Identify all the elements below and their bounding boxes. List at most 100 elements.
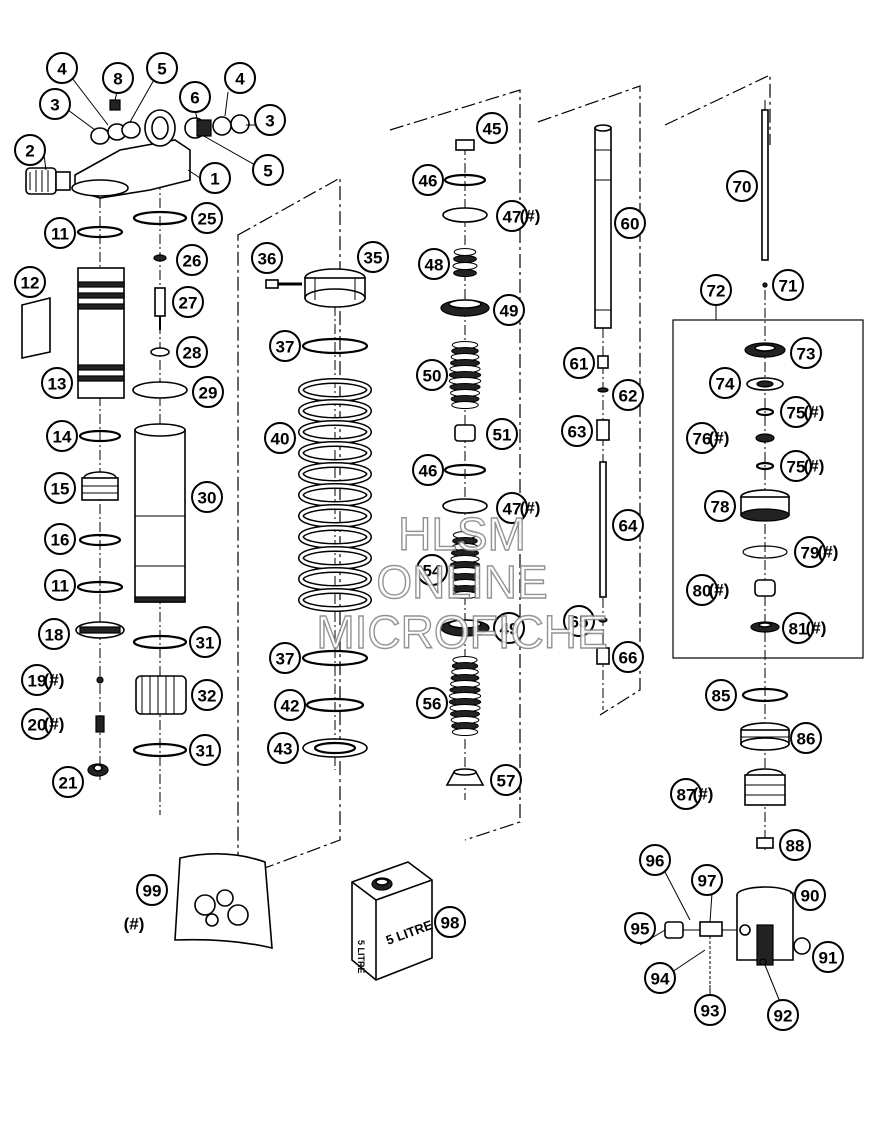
callout-number: 87 [677,786,696,805]
frame-reservoir-group [664,74,771,145]
hash-mark: (#) [709,429,730,448]
hash-mark: (#) [44,671,65,690]
callout-number: 94 [651,970,670,989]
callout-circle [780,450,812,482]
needle-70-part [761,100,769,261]
callout-number: 30 [198,489,217,508]
callout-number: 6 [190,89,199,108]
o-ring-14 [78,429,122,443]
callout-number: 92 [774,1007,793,1026]
callout-circle [191,679,223,711]
spacer-51 [454,424,476,442]
callout-circle [496,492,528,524]
callout-5b: 5 [252,154,284,186]
cap-66 [596,647,610,665]
frame-valve-group [389,89,521,841]
callout-15: 15 [44,472,76,504]
callout-87: 87(#) [670,778,713,810]
callout-circle [46,52,78,84]
callout-number: 20 [28,716,47,735]
callout-43: 43 [267,732,299,764]
callout-number: 74 [716,375,735,394]
callout-11a: 11 [44,217,76,249]
spring-seat-37a [301,337,369,355]
callout-88: 88 [779,829,811,861]
callout-60: 60 [614,207,646,239]
callout-number: 15 [51,480,70,499]
cap-73-part [744,342,786,358]
hash-mark: (#) [44,715,65,734]
callout-circle [192,376,224,408]
ball-19 [96,676,104,684]
shim-stack-56 [448,656,482,736]
callout-91: 91 [812,941,844,973]
callout-circle [41,367,73,399]
callout-circle [39,88,71,120]
hash-mark: (#) [818,543,839,562]
callout-circle [700,274,732,306]
piston-78-part [740,489,790,522]
container-label-side: 5 LITRE [356,940,366,974]
shim-stack-50 [448,341,482,409]
callout-21: 21 [52,766,84,798]
callout-circle [612,509,644,541]
callout-number: 71 [779,277,798,296]
bearing-86-part [740,722,790,751]
callout-56: 56 [416,687,448,719]
hash-mark: (#) [124,915,145,934]
ring-76 [755,433,775,443]
bushing-63 [596,419,610,441]
callout-circle [767,999,799,1031]
callout-76: 76(#) [686,422,730,454]
callout-6: 6 [179,81,211,113]
callout-number: 96 [646,852,665,871]
callout-98: 98 [434,906,466,938]
callout-number: 48 [425,256,444,275]
callout-number: 29 [199,384,218,403]
callout-circle [14,266,46,298]
callout-circle [274,689,306,721]
callout-49a: 49 [493,294,525,326]
callout-circle [779,829,811,861]
shim-stack-54 [449,531,481,599]
callout-19: 19(#) [21,664,65,696]
callout-circle [102,62,134,94]
callout-8: 8 [102,62,134,94]
callout-circle [790,337,822,369]
callout-number: 11 [51,577,69,596]
callout-circle [224,62,256,94]
callout-number: 3 [265,112,274,131]
callout-number: 50 [423,367,442,386]
callout-66: 66 [612,641,644,673]
callout-number: 79 [801,544,820,563]
callout-number: 85 [712,687,731,706]
callout-37a: 37 [269,330,301,362]
callout-circle [490,764,522,796]
grease-bag-99 [174,853,273,950]
frame-spring-group [237,176,341,879]
callout-number: 88 [786,837,805,856]
callout-circle [561,415,593,447]
callout-46a: 46 [412,164,444,196]
spring-40-part [298,378,372,612]
callout-number: 3 [50,96,59,115]
callout-number: 4 [57,60,67,79]
callout-number: 56 [423,695,442,714]
callout-51: 51 [486,418,518,450]
callout-number: 62 [619,387,638,406]
callout-circle [624,912,656,944]
callout-circle [496,200,528,232]
callout-circle [563,605,595,637]
callout-number: 75 [787,404,806,423]
callout-number: 8 [113,70,122,89]
callout-number: 61 [570,355,589,374]
shim [452,591,478,599]
callout-circle [709,367,741,399]
callout-90: 90 [794,879,826,911]
callout-63: 63 [561,415,593,447]
callout-64: 64 [612,509,644,541]
callout-circle [686,574,718,606]
callout-circle [189,734,221,766]
callout-48: 48 [418,248,450,280]
